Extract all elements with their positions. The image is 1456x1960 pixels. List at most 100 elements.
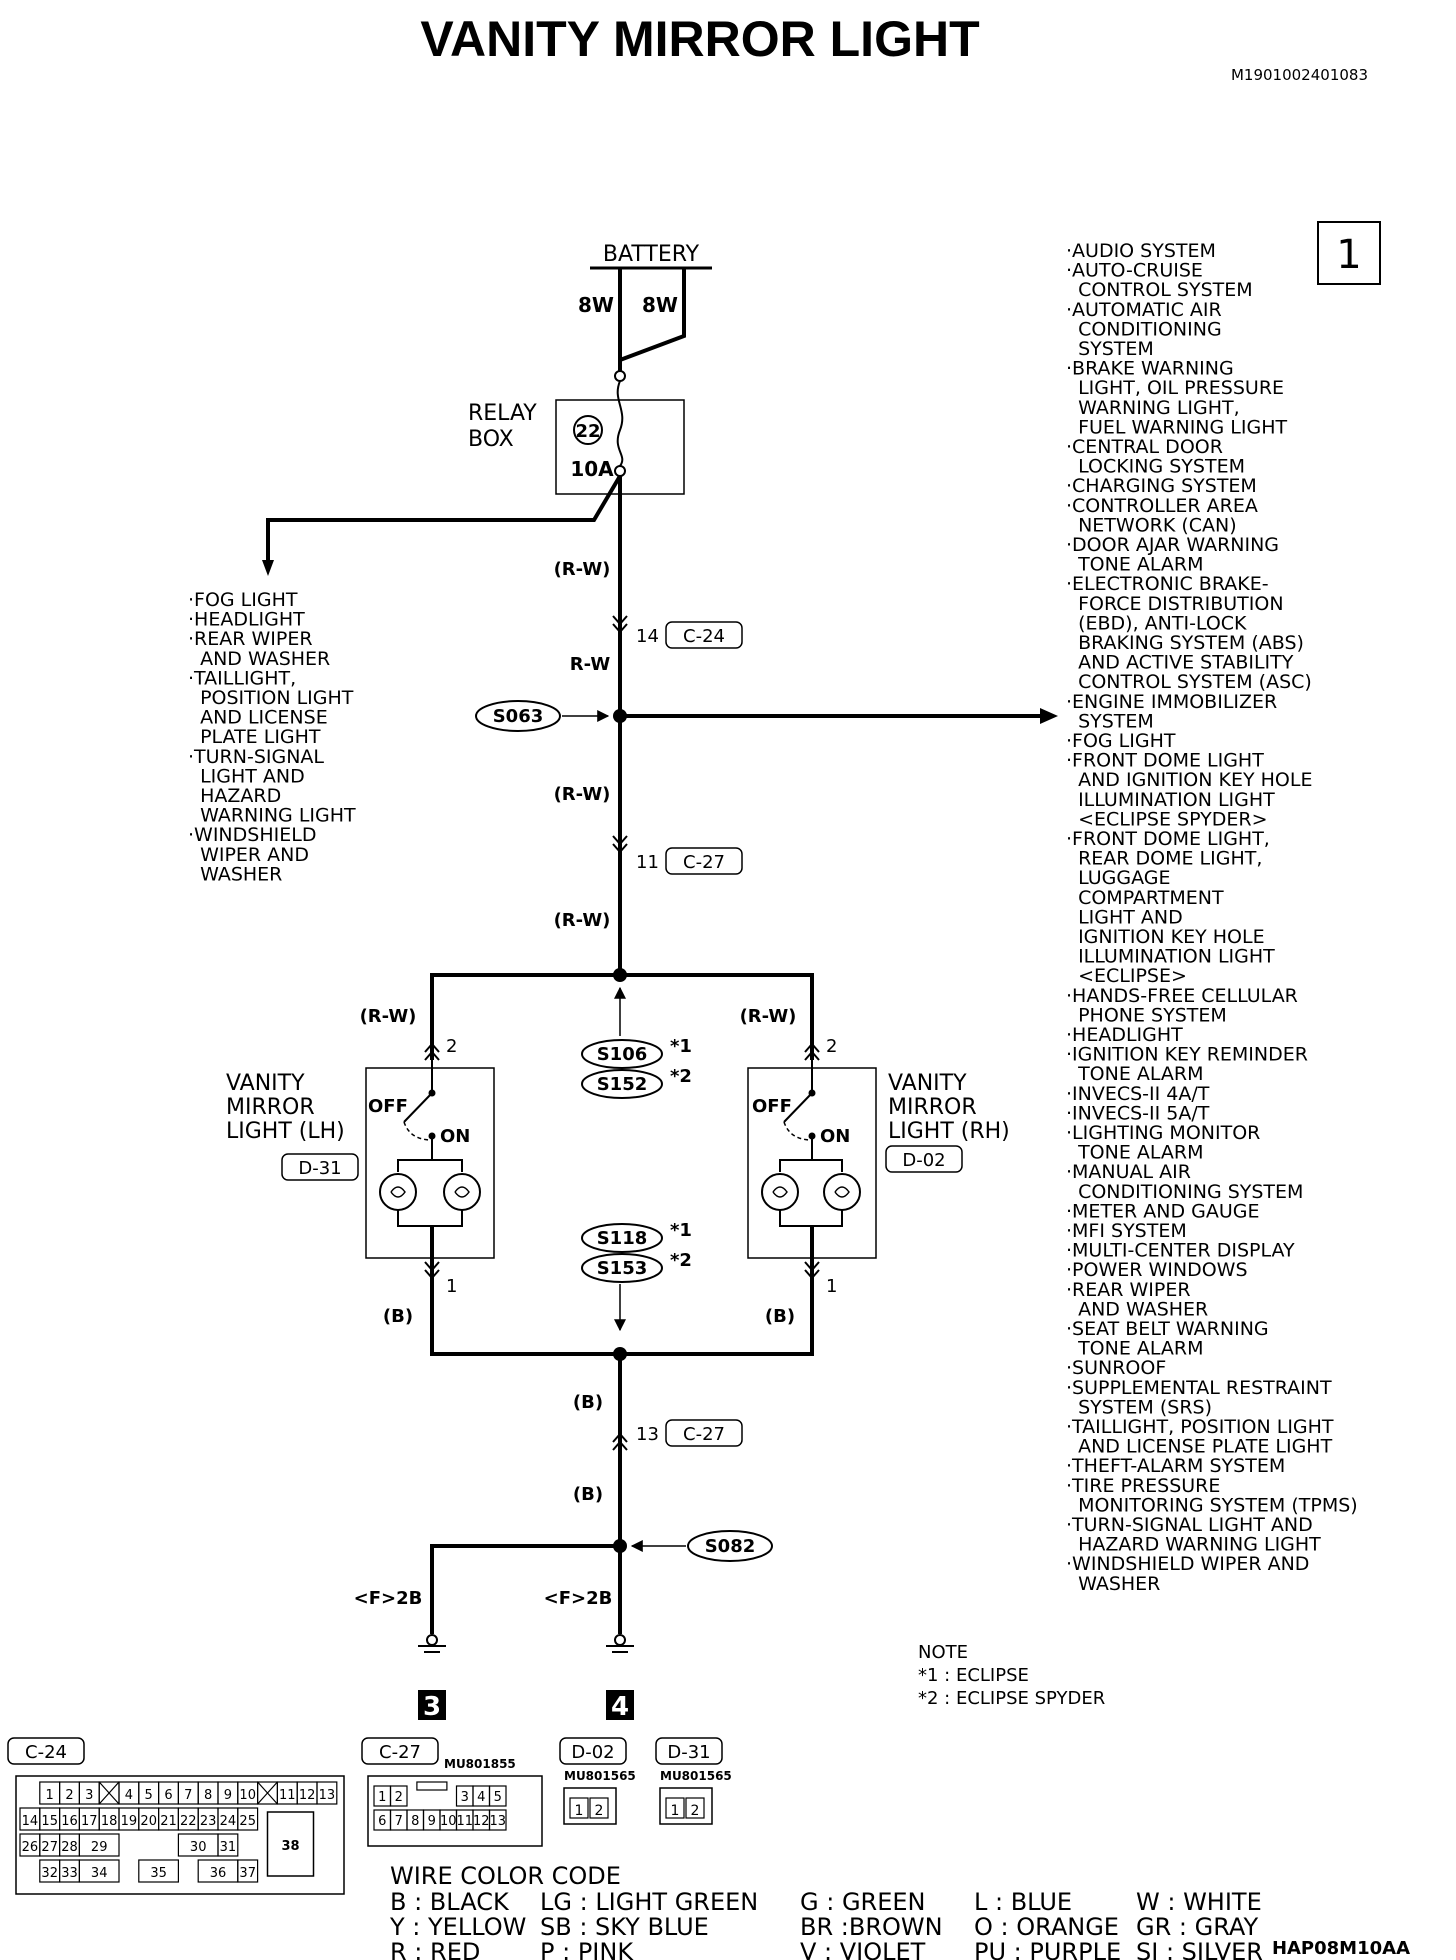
page-box xyxy=(1317,221,1381,285)
list-item: PHONE SYSTEM xyxy=(1066,1004,1227,1026)
list-item: WASHER xyxy=(1066,1573,1160,1595)
c24-pin-number: 26 xyxy=(22,1840,39,1855)
c24-pin-number: 25 xyxy=(239,1814,256,1829)
wire-color-code-entry: L : BLUE xyxy=(974,1888,1072,1916)
c24-pin-number: 8 xyxy=(204,1788,212,1803)
list-item: ·IGNITION KEY REMINDER xyxy=(1066,1044,1308,1066)
c27-pin-number: 2 xyxy=(395,1790,403,1805)
lh-title-3: LIGHT (LH) xyxy=(226,1119,345,1144)
list-item: HAZARD xyxy=(188,785,281,807)
c24-pin-number: 9 xyxy=(224,1788,232,1803)
connector-tag-c27-bottom xyxy=(665,1419,743,1447)
list-item: SYSTEM (SRS) xyxy=(1066,1396,1212,1418)
list-item: ·BRAKE WARNING xyxy=(1066,358,1234,380)
lh-lamp-wire-b xyxy=(432,1159,463,1172)
c24-pin-number: 35 xyxy=(150,1866,167,1881)
list-item: ·SUNROOF xyxy=(1066,1357,1166,1379)
note-line-2: *2 : ECLIPSE SPYDER xyxy=(918,1688,1105,1709)
list-item: ·TAILLIGHT, POSITION LIGHT xyxy=(1066,1416,1334,1438)
c24-pin-number: 30 xyxy=(190,1840,207,1855)
c24-pin-number: 20 xyxy=(140,1814,157,1829)
lh-switch-blade xyxy=(403,1092,433,1123)
list-item: ·HEADLIGHT xyxy=(188,609,305,631)
list-item: ·MFI SYSTEM xyxy=(1066,1220,1187,1242)
wire-label-b-2: (B) xyxy=(573,1484,603,1505)
ground-left-icon xyxy=(418,1634,446,1653)
splice-s118-label: S118 xyxy=(597,1228,648,1249)
lh-pin-bottom: 1 xyxy=(446,1276,457,1297)
list-item: HAZARD WARNING LIGHT xyxy=(1066,1534,1321,1556)
list-item: (EBD), ANTI-LOCK xyxy=(1066,612,1247,634)
list-item: ·AUDIO SYSTEM xyxy=(1066,240,1216,262)
list-item: AND WASHER xyxy=(1066,1298,1208,1320)
fuse-element xyxy=(616,380,624,467)
list-item: ·HEADLIGHT xyxy=(1066,1024,1183,1046)
list-item: LUGGAGE xyxy=(1066,867,1170,889)
list-item: ·REAR WIPER xyxy=(1066,1279,1191,1301)
list-item: AND ACTIVE STABILITY xyxy=(1066,652,1294,674)
c27-lock-tab xyxy=(416,1781,448,1791)
c24-pin-number: 16 xyxy=(61,1814,78,1829)
lh-connector-mark-top xyxy=(424,1042,440,1061)
list-item: ILLUMINATION LIGHT xyxy=(1066,946,1275,968)
wire-color-code-entry: R : RED xyxy=(390,1938,480,1960)
c24-pin-cell xyxy=(316,1781,338,1805)
lh-bulb-1-filament xyxy=(390,1186,406,1198)
battery-wire-right xyxy=(619,268,686,362)
connector-mark-c24 xyxy=(612,615,628,634)
wire-label-rw-lh: (R-W) xyxy=(360,1006,417,1027)
wire-8w-right: 8W xyxy=(642,293,678,317)
list-item: ·MULTI-CENTER DISPLAY xyxy=(1066,1240,1295,1262)
d02-pin-2: 2 xyxy=(595,1803,604,1819)
lh-switch-on: ON xyxy=(440,1126,470,1147)
c24-pin-number: 13 xyxy=(319,1788,336,1803)
lh-bulb-1-icon xyxy=(379,1173,417,1211)
list-item: AND WASHER xyxy=(188,648,330,670)
c24-pin-cell xyxy=(217,1833,239,1857)
d31-view-id: D-31 xyxy=(667,1742,710,1763)
c24-pin-cell xyxy=(237,1859,259,1883)
c27-pin-number: 8 xyxy=(411,1814,419,1829)
lh-connector-mark-bottom xyxy=(424,1261,440,1280)
list-item: FORCE DISTRIBUTION xyxy=(1066,593,1284,615)
c24-pin-number: 2 xyxy=(65,1788,73,1803)
fuse-terminal-top xyxy=(614,370,626,382)
rh-connector-mark-top xyxy=(804,1042,820,1061)
c27-pin-cell xyxy=(488,1809,507,1831)
list-item: ·CONTROLLER AREA xyxy=(1066,495,1258,517)
list-item: NETWORK (CAN) xyxy=(1066,514,1237,536)
lh-switch-dash xyxy=(403,1121,433,1141)
d31-pin-2: 2 xyxy=(691,1803,700,1819)
lh-connector-id: D-31 xyxy=(298,1158,341,1179)
c24-pin-number: 15 xyxy=(41,1814,58,1829)
splice-s106-tag xyxy=(581,1039,663,1069)
d31-pin-1: 1 xyxy=(671,1803,680,1819)
list-item: COMPARTMENT xyxy=(1066,887,1224,909)
c24-view-id: C-24 xyxy=(25,1742,67,1763)
list-item: ·SEAT BELT WARNING xyxy=(1066,1318,1269,1340)
splice-s106-label: S106 xyxy=(597,1044,648,1065)
c24-pin-number: 1 xyxy=(46,1788,54,1803)
c27-pin-number: 10 xyxy=(440,1814,457,1829)
c24-pin-cell xyxy=(78,1833,120,1857)
list-item: LOCKING SYSTEM xyxy=(1066,456,1245,478)
ground-branch-left xyxy=(430,1544,620,1634)
c27-pin-number: 3 xyxy=(461,1790,469,1805)
lh-lamp-wire-a xyxy=(397,1136,433,1172)
connector-id-c27-bottom: C-27 xyxy=(683,1424,725,1445)
list-item: ·TURN-SIGNAL xyxy=(188,746,324,768)
list-item: ·INVECS-II 5A/T xyxy=(1066,1102,1210,1124)
c24-pin-number: 37 xyxy=(239,1866,256,1881)
c24-pin-number: 4 xyxy=(125,1788,133,1803)
list-item: POSITION LIGHT xyxy=(188,687,354,709)
c27-pin-number: 6 xyxy=(378,1814,386,1829)
c27-pin-cell xyxy=(488,1785,507,1807)
c24-pin-number: 3 xyxy=(85,1788,93,1803)
ground-right-badge xyxy=(606,1690,634,1720)
splice-s106-note: *1 xyxy=(670,1036,692,1057)
list-item: ILLUMINATION LIGHT xyxy=(1066,789,1275,811)
fuse-number: 22 xyxy=(575,421,600,442)
list-item: BRAKING SYSTEM (ABS) xyxy=(1066,632,1304,654)
